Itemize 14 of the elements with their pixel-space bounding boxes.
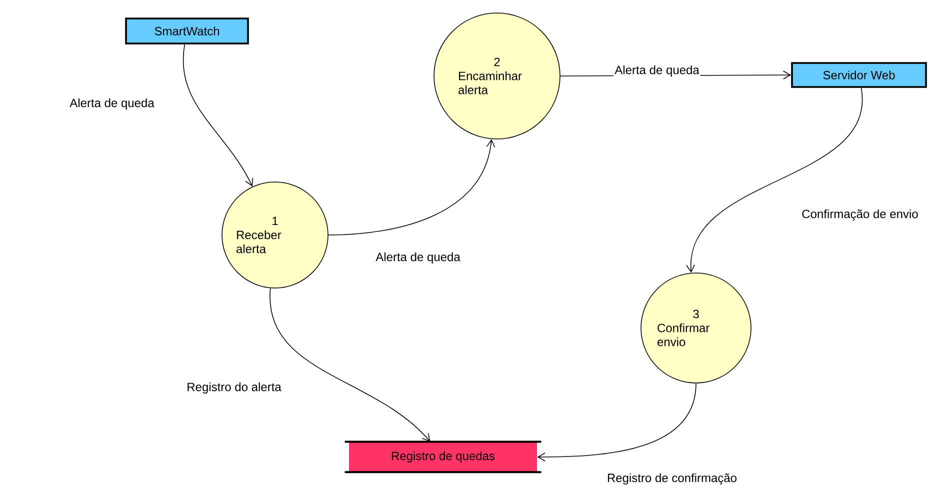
edge-label: Registro de confirmação	[606, 472, 738, 486]
edge-label: Registro do alerta	[186, 381, 282, 395]
edge-label: Alerta de queda	[614, 64, 700, 78]
arrow	[686, 88, 862, 273]
arrow	[328, 139, 496, 236]
edge-label: Alerta de queda	[374, 251, 462, 265]
external-entity-box: Servidor Web	[791, 62, 927, 88]
data-store: Registro de quedas	[344, 440, 542, 474]
arrow	[182, 44, 254, 187]
edge-label: Alerta de queda	[68, 97, 156, 111]
arrow	[270, 288, 430, 442]
arrow	[537, 382, 696, 462]
external-entity-box: SmartWatch	[125, 18, 249, 44]
edge-label: Confirmação de envio	[800, 208, 920, 222]
